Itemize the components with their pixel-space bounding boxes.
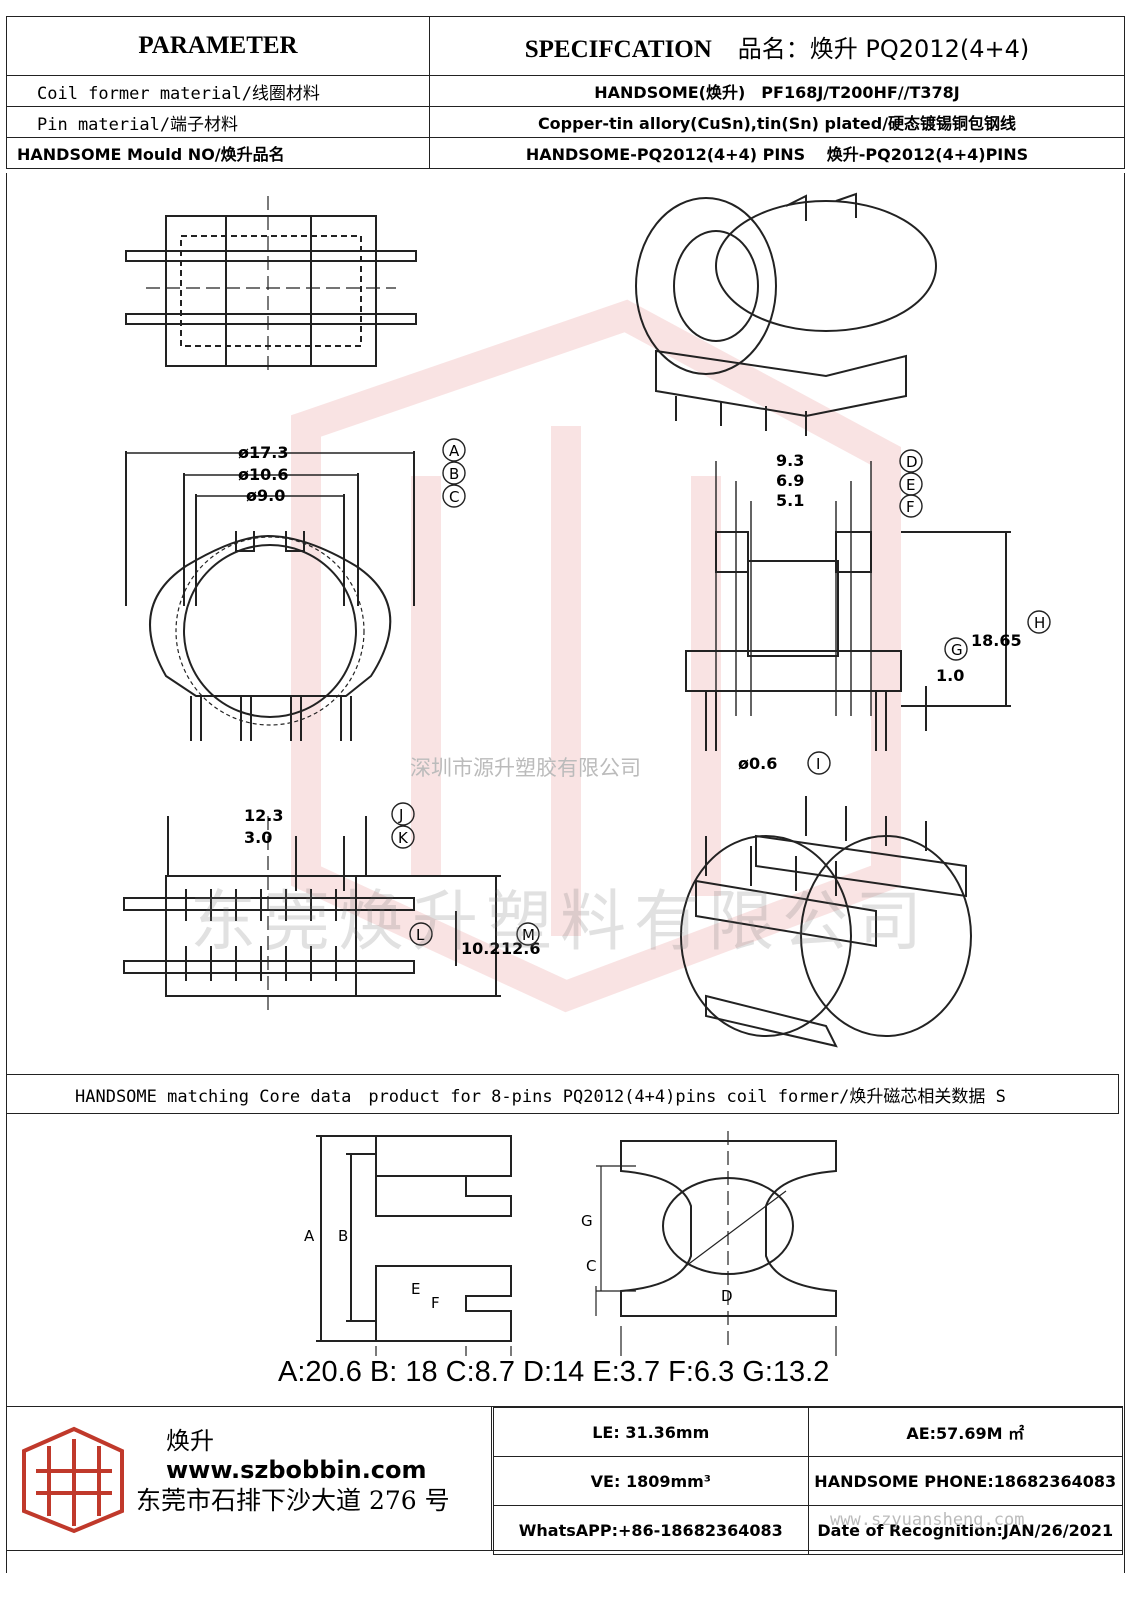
bottom-view-labels: 12.3 3.0 10.2 12.6 [244, 806, 540, 958]
svg-text:E: E [906, 476, 915, 494]
dim-D-text: 9.3 [776, 451, 804, 470]
core-section-title: HANDSOME matching Core data product for … [6, 1074, 1119, 1114]
dimension-markers: A B C D E F G H I J K L M [391, 438, 1051, 946]
svg-text:J: J [398, 806, 403, 824]
dim-C-text: ø9.0 [246, 486, 285, 505]
svg-text:I: I [816, 755, 820, 773]
ae-value: AE:57.69M ㎡ [807, 1407, 1123, 1457]
parameter-heading: PARAMETER [6, 16, 430, 76]
marker-D: D [899, 449, 923, 473]
front-view [125, 451, 415, 741]
marker-C: C [442, 484, 466, 508]
marker-F: F [899, 494, 923, 518]
pin-material-label: Pin material/端子材料 [6, 106, 430, 138]
whatsapp-value: WhatsAPP:+86-18682364083 [493, 1505, 809, 1555]
brand-cn: 焕升 [166, 1427, 214, 1455]
coil-material-label: Coil former material/线圈材料 [6, 75, 430, 107]
dim-K-text: 3.0 [244, 828, 272, 847]
footer-brand: 焕升www.szbobbin.com 东莞市石排下沙大道 276 号 [6, 1407, 492, 1550]
svg-text:F: F [431, 1294, 440, 1312]
marker-J: J [391, 802, 415, 826]
watermark-url: www.szyuansheng.com [830, 1510, 1025, 1530]
svg-text:D: D [721, 1287, 733, 1305]
svg-text:B: B [338, 1227, 348, 1245]
svg-text:L: L [416, 926, 425, 944]
svg-text:K: K [398, 829, 409, 847]
product-name: 品名：焕升 PQ2012(4+4) [737, 34, 1030, 63]
dim-B-text: ø10.6 [238, 465, 288, 484]
marker-I: I [807, 751, 831, 775]
iso-view-bottom [680, 796, 972, 1048]
technical-drawing: ø17.3 ø10.6 ø9.0 9.3 6.9 5.1 18.65 1.0 ø… [123, 192, 1051, 1048]
watermark-company-big: 东莞焕升塑料有限公司 [190, 883, 930, 960]
drawing-area [6, 173, 1125, 1573]
svg-text:D: D [906, 453, 918, 471]
watermark-company-small: 深圳市源升塑胶有限公司 [410, 756, 641, 780]
svg-text:A: A [449, 442, 460, 460]
svg-text:C: C [586, 1257, 596, 1275]
dim-I-text: ø0.6 [738, 754, 777, 773]
company-logo [22, 1426, 124, 1534]
dim-L-text: 10.2 [461, 939, 500, 958]
ve-value: VE: 1809mm³ [493, 1456, 809, 1506]
top-view [125, 196, 417, 376]
marker-B: B [442, 461, 466, 485]
mould-no-value: HANDSOME-PQ2012(4+4) PINS 焕升-PQ2012(4+4)… [429, 137, 1125, 169]
core-dimensions: A:20.6 B: 18 C:8.7 D:14 E:3.7 F:6.3 G:13… [278, 1356, 830, 1388]
dim-J-text: 12.3 [244, 806, 283, 825]
website-line: 焕升www.szbobbin.com [166, 1421, 491, 1484]
pin-material-value: Copper-tin allory(CuSn),tin(Sn) plated/硬… [429, 106, 1125, 138]
svg-text:E: E [411, 1280, 420, 1298]
footer: 焕升www.szbobbin.com 东莞市石排下沙大道 276 号 LE: 3… [6, 1406, 1123, 1555]
iso-view-top [635, 192, 937, 436]
marker-E: E [899, 472, 923, 496]
phone-value: HANDSOME PHONE:18682364083 [807, 1456, 1123, 1506]
marker-H: H [1027, 610, 1051, 634]
marker-L: L [409, 922, 433, 946]
core-top-view [595, 1131, 837, 1356]
svg-text:H: H [1034, 614, 1045, 632]
website-link[interactable]: www.szbobbin.com [166, 1456, 427, 1484]
dim-A-text: ø17.3 [238, 443, 288, 462]
core-labels: A B C D E F G [304, 1212, 733, 1312]
side-view [685, 461, 1011, 751]
marker-K: K [391, 825, 415, 849]
svg-text:G: G [581, 1212, 593, 1230]
svg-text:B: B [449, 465, 459, 483]
bottom-view [123, 816, 501, 1016]
le-value: LE: 31.36mm [493, 1407, 809, 1457]
svg-text:M: M [522, 926, 535, 944]
svg-text:A: A [304, 1227, 315, 1245]
core-side-view [316, 1135, 512, 1356]
mould-no-label: HANDSOME Mould NO/焕升品名 [6, 137, 430, 169]
dim-G-text: 1.0 [936, 666, 964, 685]
marker-G: G [944, 637, 968, 661]
side-view-labels: 9.3 6.9 5.1 18.65 1.0 ø0.6 [738, 451, 1022, 773]
marker-A: A [442, 438, 466, 462]
dim-E-text: 6.9 [776, 471, 804, 490]
marker-M: M [516, 922, 540, 946]
coil-material-value: HANDSOME(焕升) PF168J/T200HF//T378J [429, 75, 1125, 107]
svg-text:G: G [951, 641, 963, 659]
core-drawing: A B C D E F G [304, 1131, 837, 1356]
svg-text:F: F [906, 498, 915, 516]
svg-text:C: C [449, 488, 459, 506]
front-view-labels: ø17.3 ø10.6 ø9.0 [238, 443, 288, 505]
dim-F-text: 5.1 [776, 491, 804, 510]
dim-H-text: 18.65 [971, 631, 1022, 650]
core-params-table: LE: 31.36mm AE:57.69M ㎡ VE: 1809mm³ HAND… [493, 1407, 1123, 1555]
dim-M-text: 12.6 [501, 939, 540, 958]
date-value: Date of Recognition:JAN/26/2021 [807, 1505, 1123, 1555]
address: 东莞市石排下沙大道 276 号 [136, 1486, 450, 1515]
